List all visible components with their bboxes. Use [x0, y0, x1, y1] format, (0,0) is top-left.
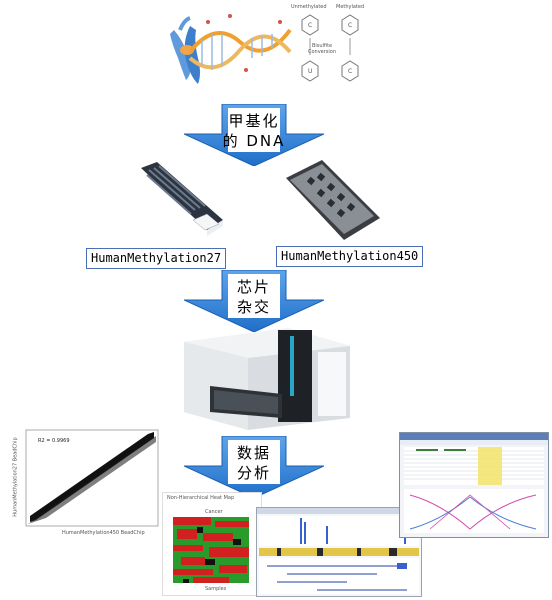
methylation27-chip-image	[135, 160, 225, 240]
base-c-methylated: C	[348, 22, 353, 29]
arrow-1-line-1: 甲基化	[228, 112, 280, 130]
methylation450-label: HumanMethylation450	[276, 246, 424, 267]
heat-map-panel: Non-Hierarchical Heat Map Cancer Samples	[162, 492, 262, 596]
conversion-label: Bisulfite Conversion	[308, 43, 337, 55]
analysis-software-window	[399, 432, 549, 538]
scatter-xlabel: HumanMethylation450 BeadChip	[62, 530, 145, 536]
process-arrow-methylated-dna: 甲基化 的 DNA	[183, 103, 325, 167]
scatter-ylabel: HumanMethylation27 BeadChip	[12, 437, 19, 517]
process-arrow-chip-hybridization: 芯片 杂交	[183, 269, 325, 333]
dna-helix-drawing	[170, 14, 359, 84]
base-c-unmethylated: C	[308, 22, 313, 29]
arrow-3-line-1: 数据	[236, 444, 271, 462]
heatmap-bottom-label: Samples	[205, 586, 227, 592]
heatmap-title: Non-Hierarchical Heat Map	[167, 495, 235, 501]
arrow-2-line-2: 杂交	[236, 298, 271, 316]
heatmap-top-label: Cancer	[205, 509, 223, 515]
methylated-label: Methylated	[336, 4, 365, 10]
heatmap-grid	[173, 517, 249, 583]
conversion-panel	[301, 14, 359, 82]
base-c-retained: C	[348, 68, 353, 75]
process-arrow-data-analysis: 数据 分析	[183, 435, 325, 499]
chromosome-icon	[170, 16, 200, 84]
base-u-converted: U	[308, 68, 313, 75]
unmethylated-label: Unmethylated	[291, 4, 327, 10]
correlation-scatter-plot: R2 = 0.9969 HumanMethylation450 BeadChip…	[6, 424, 164, 542]
bisulfite-illustration: Unmethylated Methylated Bisulfite Conver…	[160, 0, 380, 95]
scanner-instrument-image	[178, 322, 358, 432]
methylation450-chip-image	[282, 158, 382, 244]
genome-browser-window	[256, 507, 422, 597]
arrow-1-line-2: 的 DNA	[222, 132, 286, 150]
arrow-2-line-1: 芯片	[236, 278, 271, 296]
scatter-r2-label: R2 = 0.9969	[38, 438, 70, 444]
arrow-3-line-2: 分析	[236, 464, 271, 482]
methylation27-label: HumanMethylation27	[86, 248, 227, 269]
